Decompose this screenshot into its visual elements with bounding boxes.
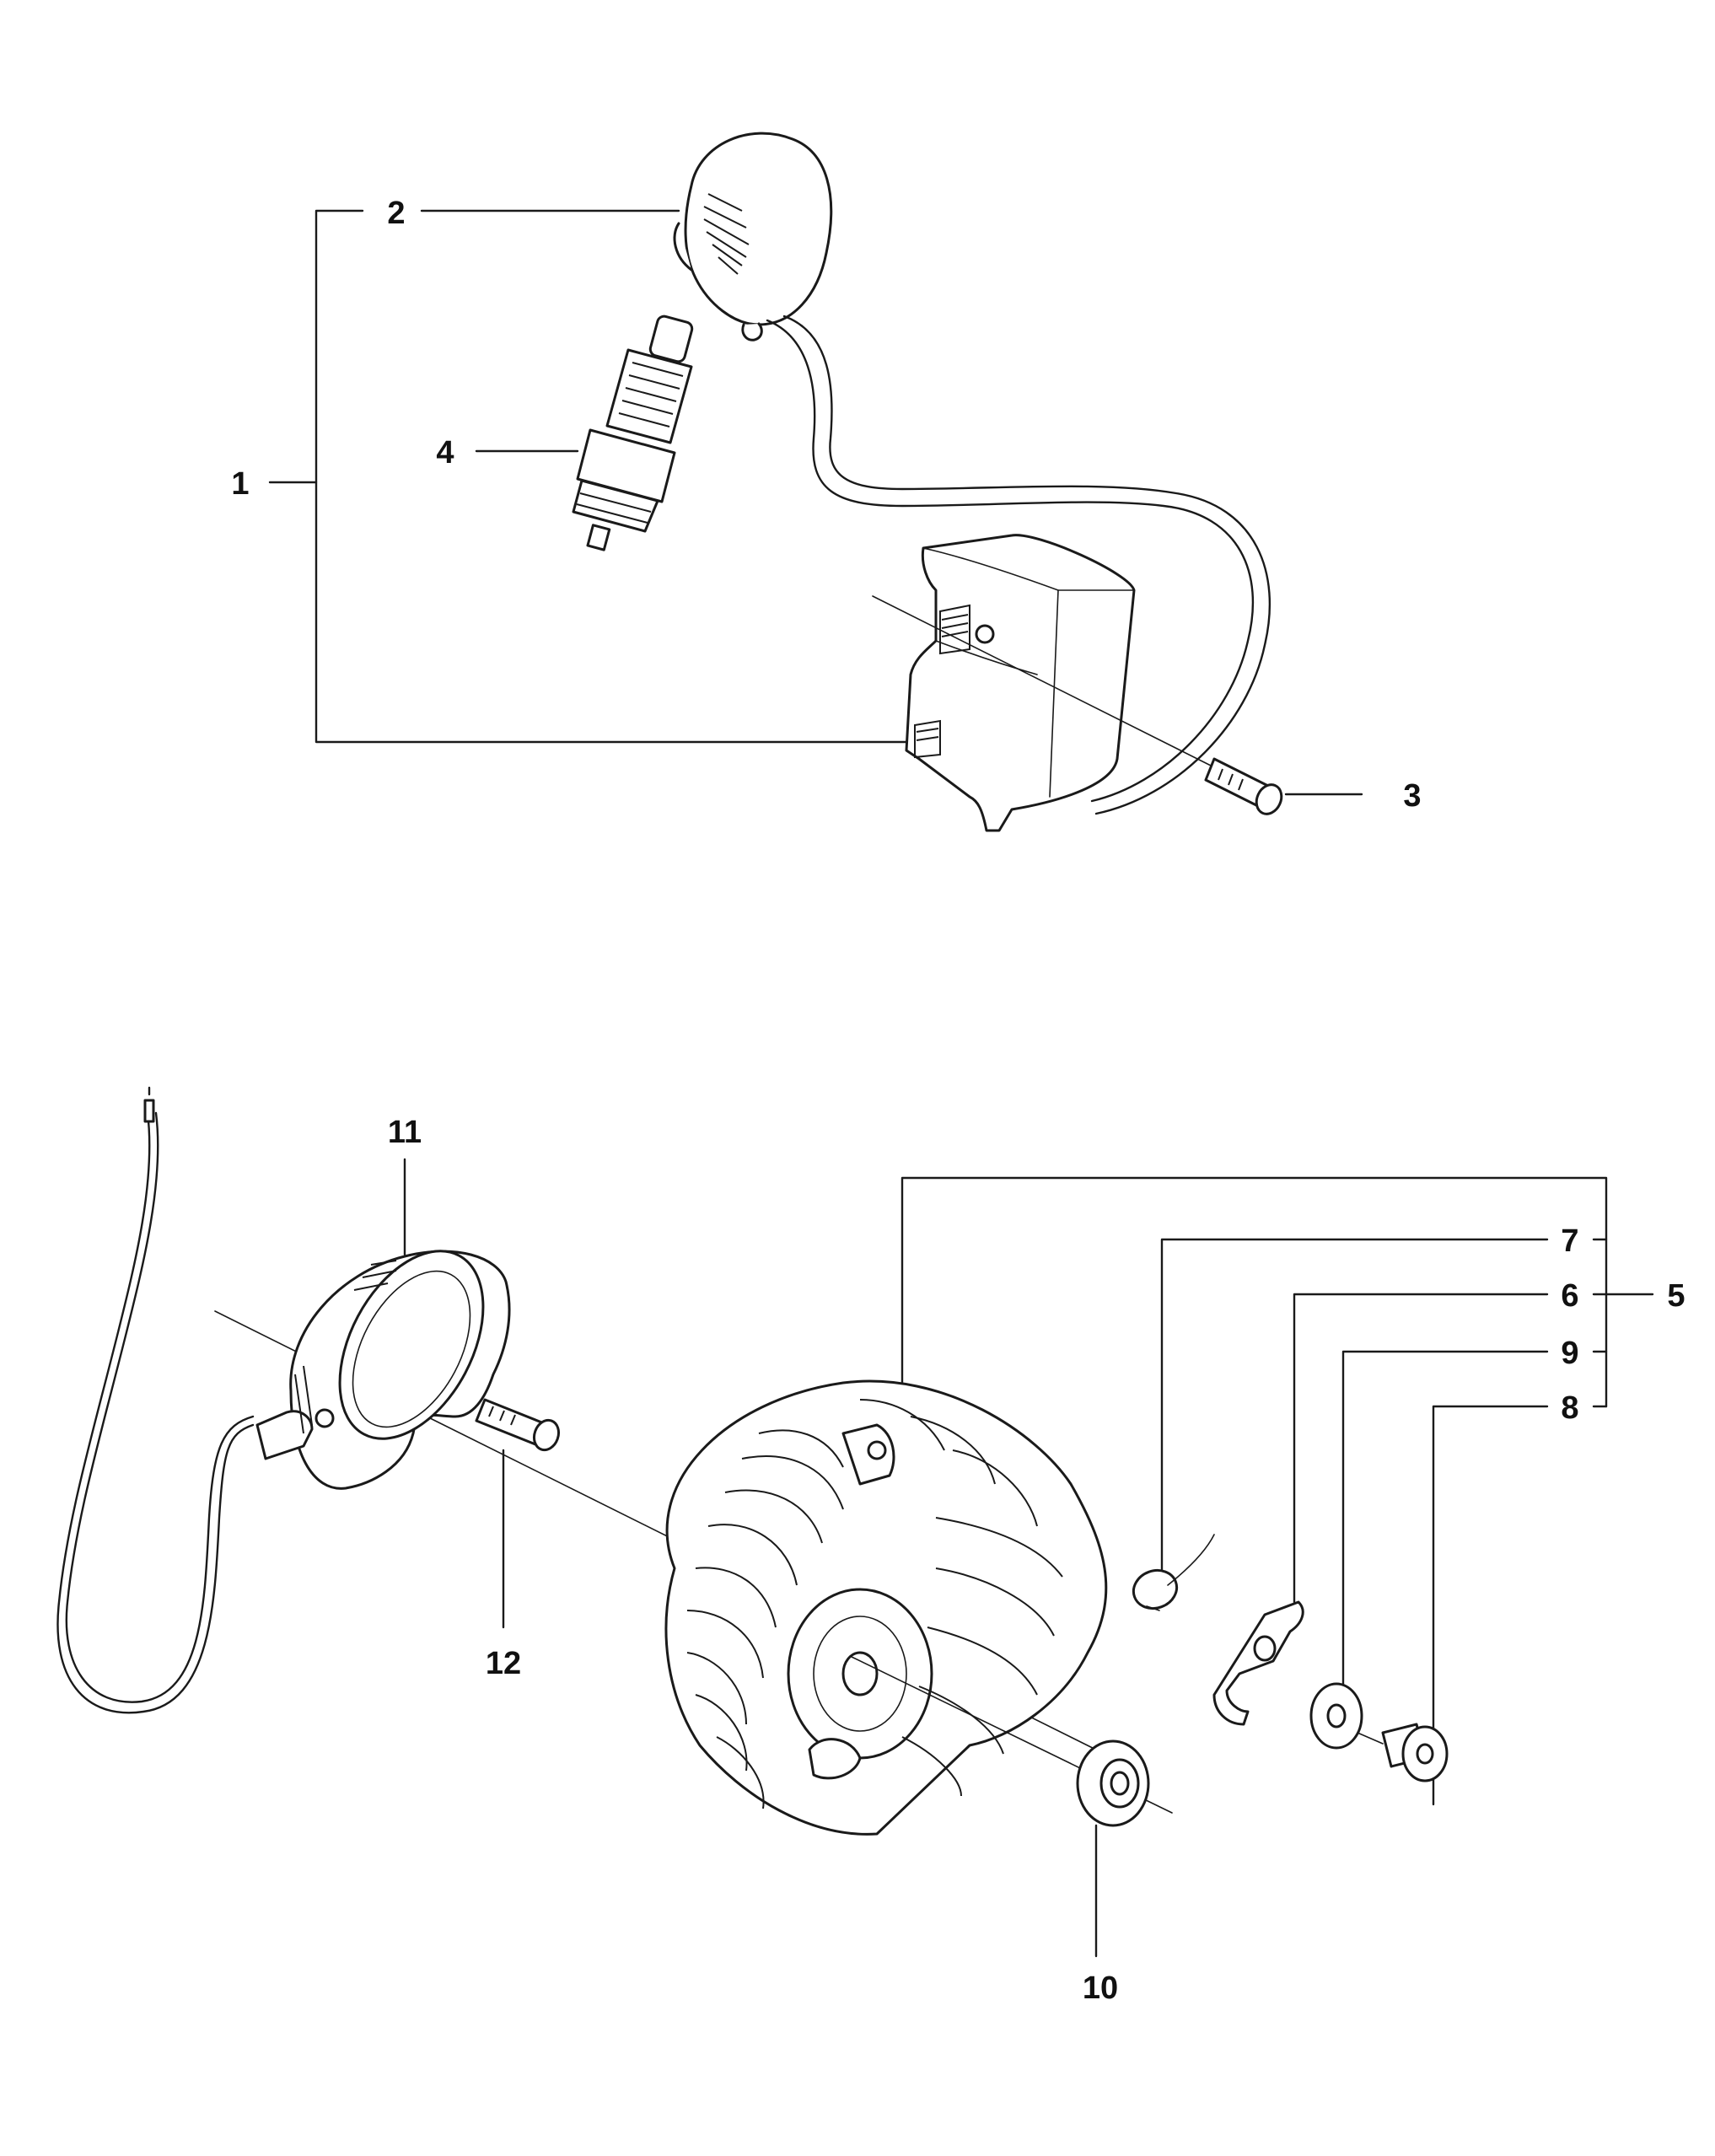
callout-9: 9: [1561, 1336, 1578, 1371]
screw-3: [872, 595, 1363, 815]
ignition-module: [905, 534, 1136, 832]
callout-7: 7: [1561, 1223, 1578, 1259]
sensor-cable: [56, 1086, 255, 1714]
spring-7: [1132, 1534, 1215, 1611]
callout-1: 1: [231, 466, 249, 502]
assembly-bracket-5: [901, 1176, 1654, 1408]
spark-plug: [475, 315, 694, 551]
callout-10: 10: [1083, 1971, 1118, 2006]
spark-plug-cap: [673, 132, 1271, 815]
screw-8: [1357, 1723, 1449, 1782]
washer-9: [1309, 1682, 1363, 1750]
callout-2: 2: [387, 196, 405, 231]
callout-11: 11: [388, 1115, 422, 1150]
assembly-bracket-1: [268, 209, 908, 744]
leader-lines: [1160, 1238, 1549, 1806]
callout-8: 8: [1561, 1390, 1578, 1426]
sensor-coil: [214, 1158, 1148, 1776]
callout-3: 3: [1403, 778, 1421, 814]
callout-4: 4: [436, 435, 454, 470]
screw-12: [475, 1398, 561, 1629]
callout-5: 5: [1667, 1278, 1685, 1314]
nut-10: [1076, 1739, 1150, 1958]
callout-12: 12: [486, 1646, 521, 1681]
callout-6: 6: [1561, 1278, 1578, 1314]
flywheel: [664, 1379, 1173, 1836]
pawl-6: [1212, 1600, 1304, 1726]
